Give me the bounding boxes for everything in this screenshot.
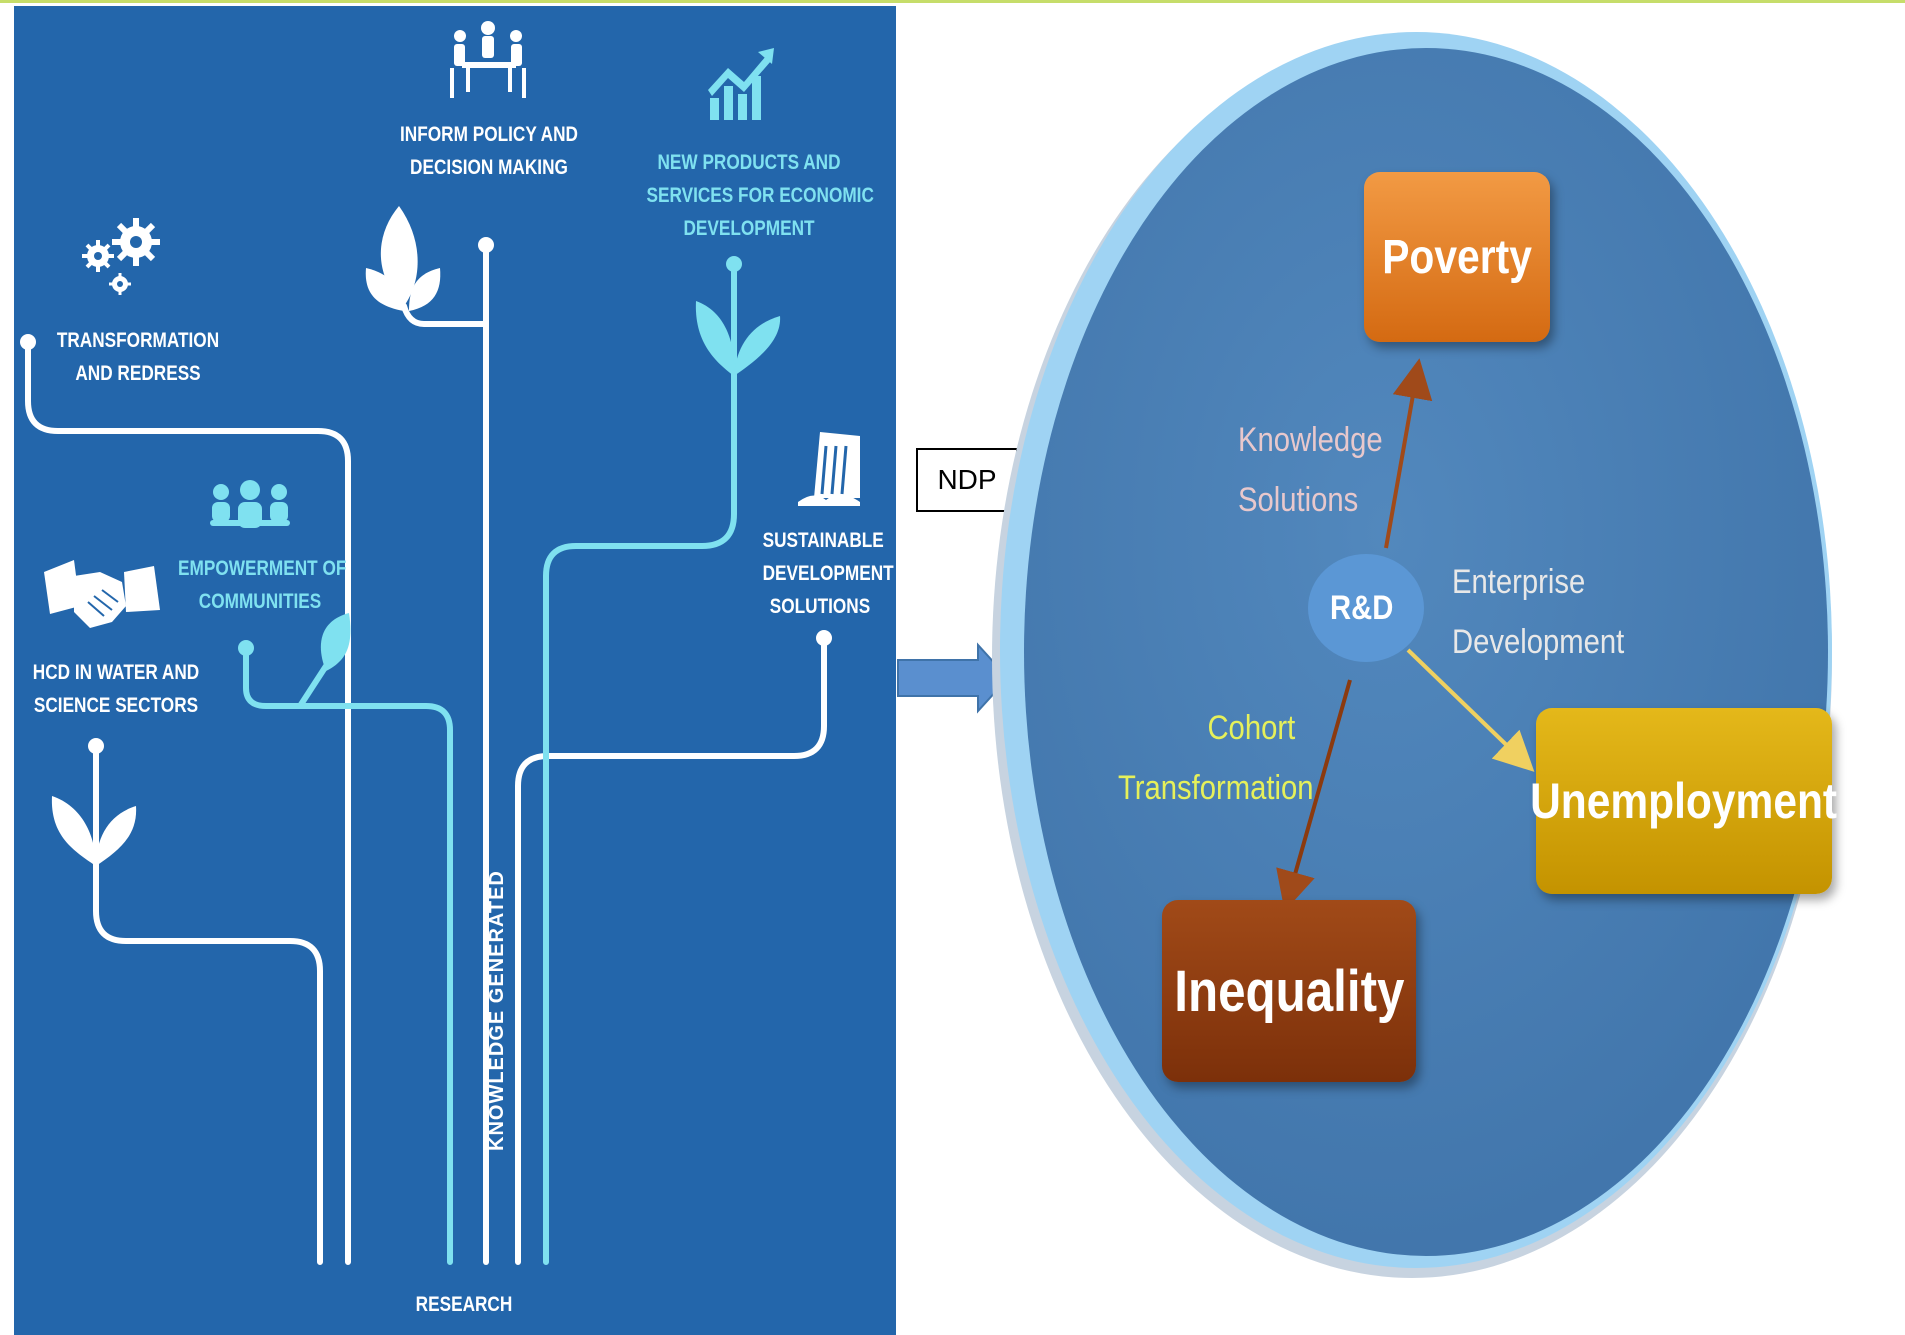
dam-icon	[798, 432, 860, 506]
top-accent-line	[0, 0, 1905, 3]
ndp-arrow	[897, 642, 1010, 714]
label-line: INFORM POLICY AND	[400, 123, 578, 146]
stem-new-products	[543, 261, 737, 1265]
label-empowerment: EMPOWERMENT OF COMMUNITIES	[178, 552, 347, 618]
label-line: Solutions	[1238, 481, 1359, 519]
meeting-icon	[450, 21, 526, 98]
label-sustainable: SUSTAINABLE DEVELOPMENT SOLUTIONS	[762, 524, 894, 623]
label-line: SCIENCE SECTORS	[33, 694, 199, 717]
stem-sustainable	[515, 635, 827, 1265]
stem-dots	[20, 237, 832, 754]
label-line: Enterprise	[1452, 563, 1586, 601]
label-enterprise-development: Enterprise Development	[1452, 552, 1624, 672]
stem-hcd	[93, 743, 323, 1265]
label-inform-policy: INFORM POLICY AND DECISION MAKING	[400, 118, 579, 184]
poverty-label: Poverty	[1382, 230, 1532, 284]
label-line: NEW PRODUCTS AND	[657, 151, 841, 174]
ndp-box: NDP	[916, 448, 1018, 512]
label-transformation: TRANSFORMATION AND REDRESS	[56, 324, 220, 390]
label-line: SERVICES FOR ECONOMIC	[646, 184, 874, 207]
label-knowledge-solutions: Knowledge Solutions	[1238, 410, 1383, 530]
label-line: Cohort	[1207, 709, 1296, 747]
label-line: SOLUTIONS	[769, 595, 871, 618]
label-line: Knowledge	[1238, 421, 1383, 459]
growth-chart-icon	[708, 48, 774, 120]
rd-ellipse	[1308, 554, 1424, 662]
inequality-label: Inequality	[1173, 958, 1405, 1024]
arrow-to-unemployment	[1406, 648, 1535, 772]
label-line: TRANSFORMATION	[56, 329, 220, 352]
arrow-to-inequality	[1276, 679, 1352, 912]
leaf-icon	[695, 301, 781, 376]
label-cohort-transformation: Cohort Transformation	[1118, 698, 1314, 818]
leaf-icon	[365, 206, 441, 311]
handshake-icon	[44, 560, 160, 628]
label-research: RESEARCH	[415, 1293, 513, 1316]
unemployment-label: Unemployment	[1530, 773, 1838, 829]
label-line: Development	[1452, 623, 1625, 661]
label-new-products: NEW PRODUCTS AND SERVICES FOR ECONOMIC D…	[646, 146, 874, 245]
stem-empowerment	[243, 645, 453, 1265]
label-line: Transformation	[1118, 769, 1314, 807]
label-line: EMPOWERMENT OF	[178, 557, 347, 580]
label-line: COMMUNITIES	[198, 590, 322, 613]
label-line: AND REDRESS	[75, 362, 201, 385]
label-line: DECISION MAKING	[410, 156, 568, 179]
inequality-box: Inequality	[1162, 900, 1416, 1082]
stem-inform-branch	[401, 303, 489, 327]
stem-transformation	[25, 341, 351, 1265]
leaf-icon	[51, 796, 137, 866]
unemployment-box: Unemployment	[1531, 708, 1838, 894]
stem-empowerment-branch	[297, 663, 329, 709]
gears-icon	[82, 218, 160, 295]
research-tree-panel: INFORM POLICY AND DECISION MAKING NEW PR…	[14, 6, 896, 1335]
label-line: DEVELOPMENT	[683, 217, 815, 240]
research-tree-graphic	[20, 21, 860, 1265]
label-line: DEVELOPMENT	[762, 562, 894, 585]
leaf-icon	[320, 613, 351, 671]
people-group-icon	[210, 480, 290, 528]
label-line: SUSTAINABLE	[762, 529, 884, 552]
rd-label: R&D	[1330, 589, 1394, 627]
poverty-box: Poverty	[1364, 172, 1550, 342]
label-line: HCD IN WATER AND	[32, 661, 200, 684]
label-hcd: HCD IN WATER AND SCIENCE SECTORS	[32, 656, 199, 722]
arrow-to-poverty	[1384, 358, 1433, 549]
